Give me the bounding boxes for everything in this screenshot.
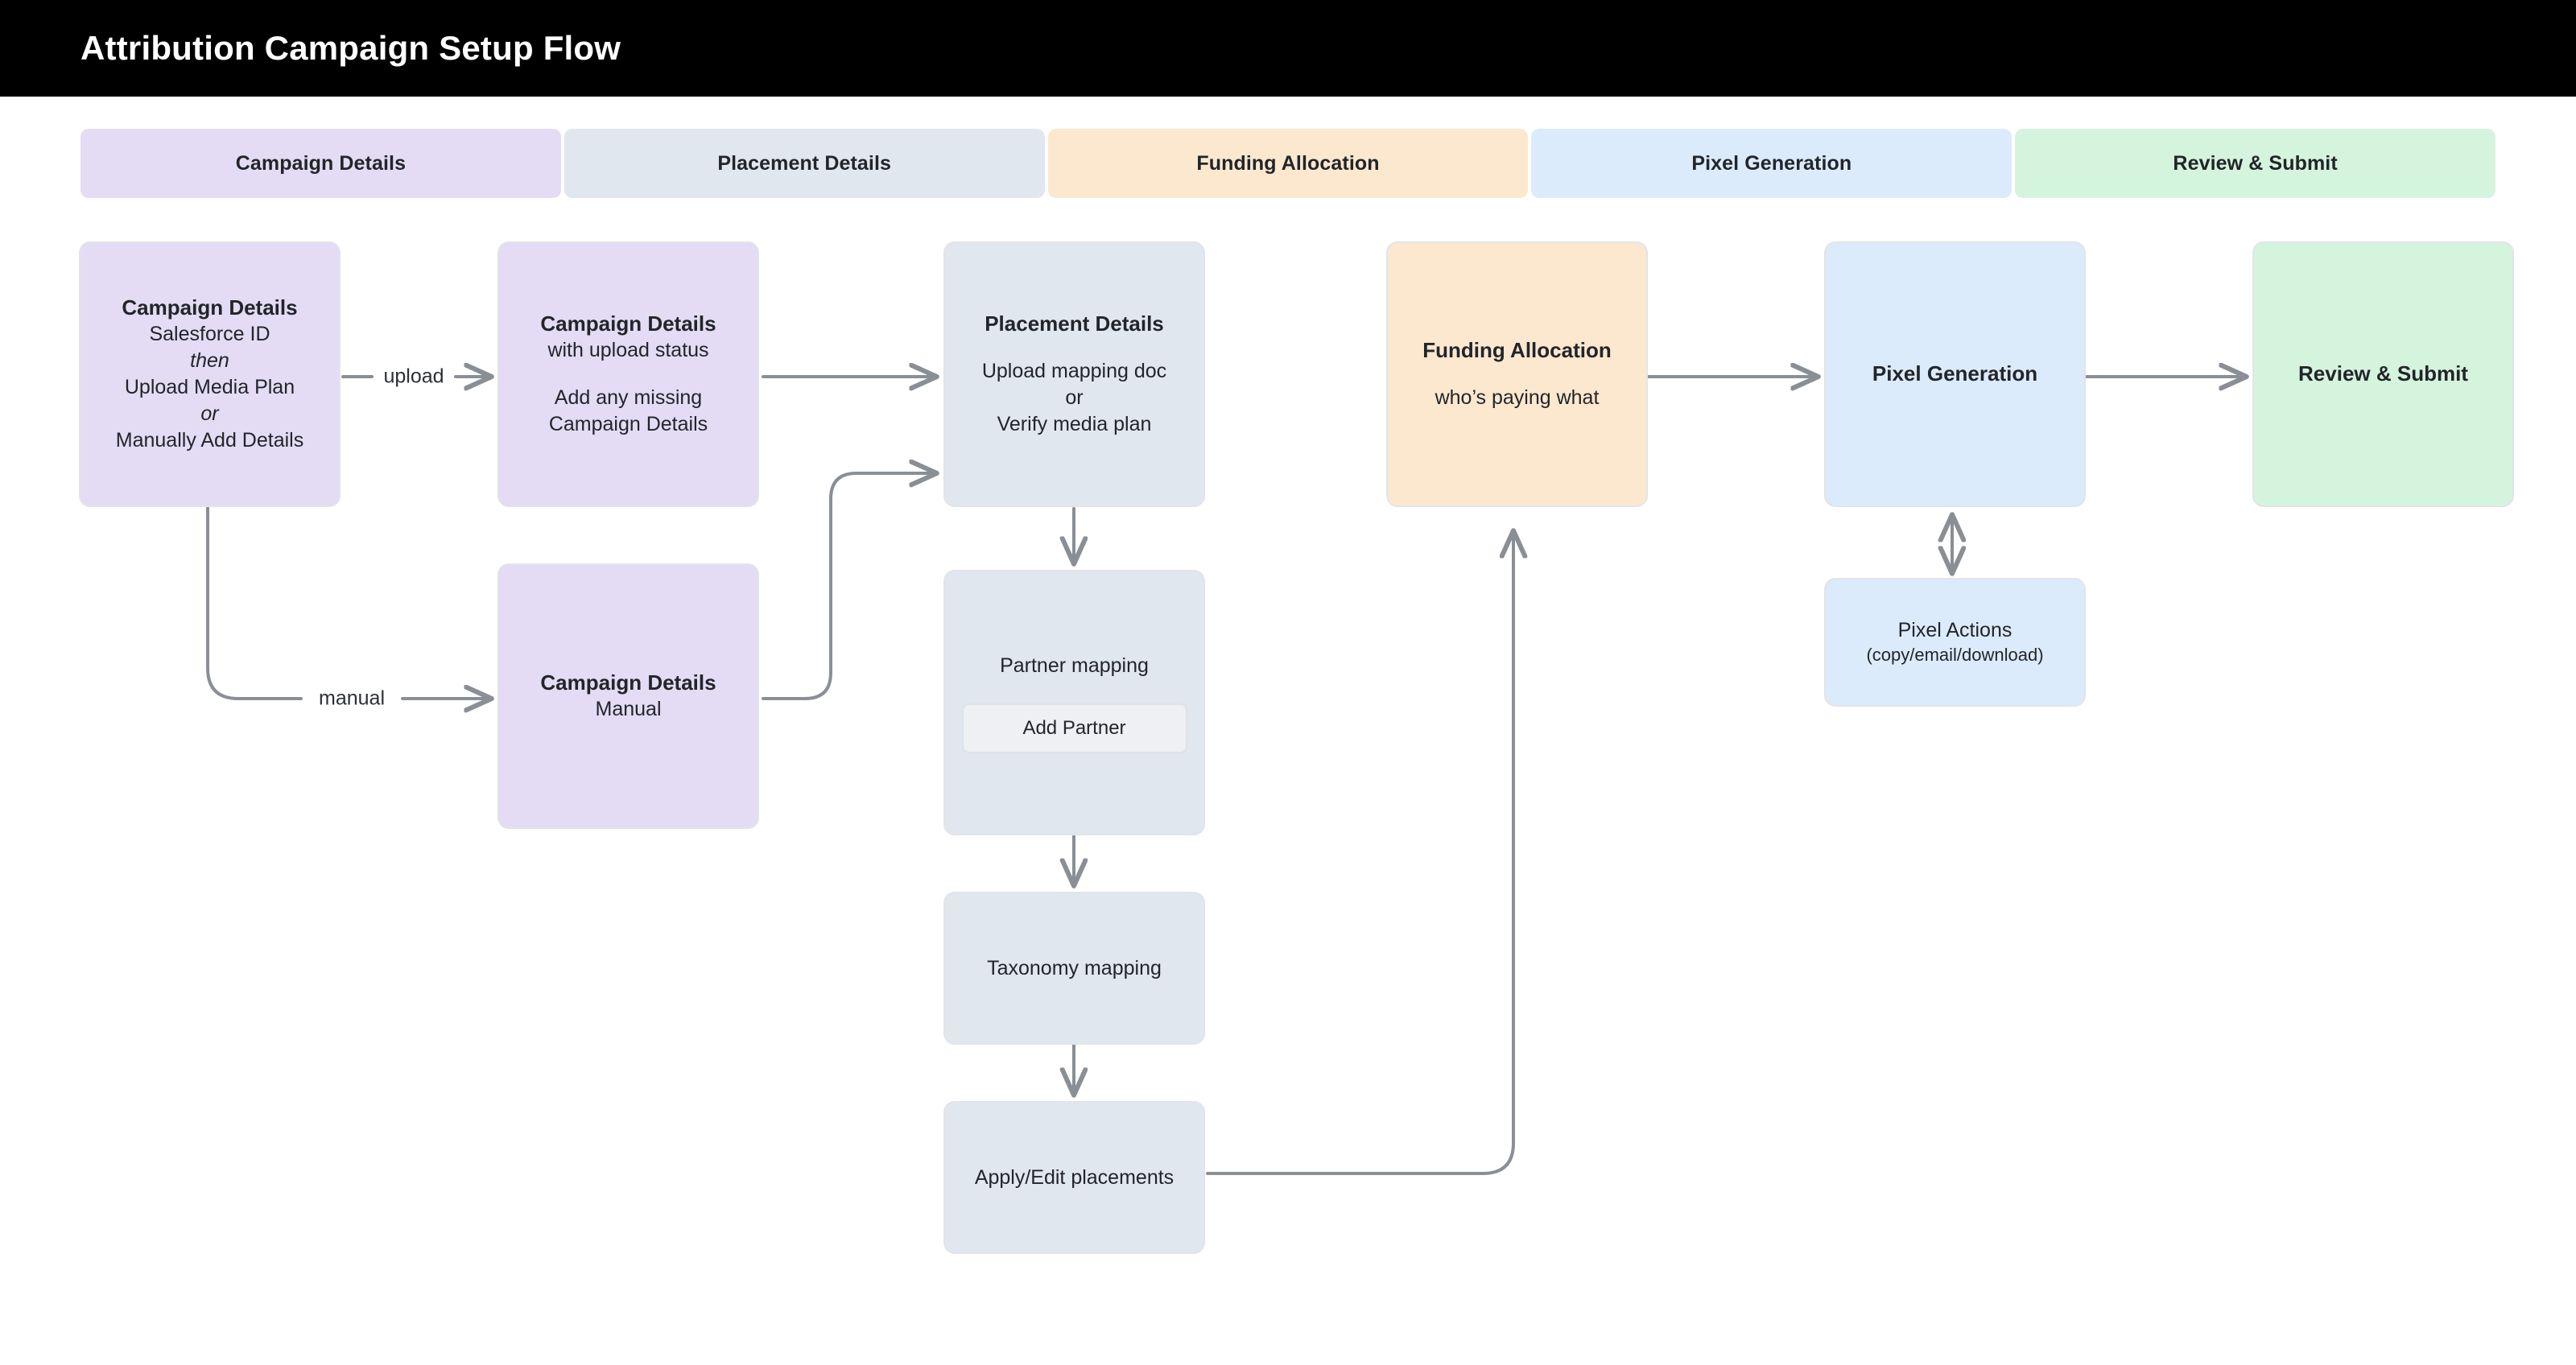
node-line: Add any missing xyxy=(554,386,703,410)
node-title: Partner mapping xyxy=(1000,654,1149,677)
tab-label: Pixel Generation xyxy=(1691,151,1852,175)
stage-tab-strip: Campaign Details Placement Details Fundi… xyxy=(80,129,2496,198)
node-line: Manually Add Details xyxy=(115,429,304,452)
app-header: Attribution Campaign Setup Flow xyxy=(0,0,2576,97)
tab-label: Placement Details xyxy=(717,151,892,175)
tab-label: Review & Submit xyxy=(2173,151,2338,175)
edge-label-manual: manual xyxy=(309,687,394,711)
node-apply-edit-placements[interactable]: Apply/Edit placements xyxy=(943,1101,1205,1254)
add-partner-button[interactable]: Add Partner xyxy=(961,703,1187,753)
node-title: Pixel Generation xyxy=(1872,361,2038,386)
node-pixel-actions[interactable]: Pixel Actions (copy/email/download) xyxy=(1824,578,2086,707)
tab-funding-allocation[interactable]: Funding Allocation xyxy=(1047,129,1529,198)
node-line: Manual xyxy=(595,698,662,721)
node-line: Upload mapping doc xyxy=(981,360,1167,383)
node-placement-details[interactable]: Placement Details Upload mapping doc or … xyxy=(943,241,1205,507)
edge-manual-to-placement xyxy=(762,473,936,700)
edge-apply-to-funding xyxy=(1206,531,1513,1175)
node-title: Review & Submit xyxy=(2298,361,2468,386)
node-line: with upload status xyxy=(547,339,709,362)
node-campaign-details-entry[interactable]: Campaign Details Salesforce ID then Uplo… xyxy=(79,241,341,507)
tab-label: Campaign Details xyxy=(235,151,407,175)
tab-review-submit[interactable]: Review & Submit xyxy=(2015,129,2496,198)
node-title: Apply/Edit placements xyxy=(974,1165,1174,1189)
node-title: Funding Allocation xyxy=(1422,337,1612,362)
node-campaign-details-upload[interactable]: Campaign Details with upload status Add … xyxy=(497,241,759,507)
node-line: who’s paying what xyxy=(1435,386,1600,410)
node-review-submit[interactable]: Review & Submit xyxy=(2252,241,2514,507)
node-title: Taxonomy mapping xyxy=(987,956,1162,979)
edge-label-upload: upload xyxy=(374,365,454,389)
node-line: Upload Media Plan xyxy=(124,376,295,399)
node-line: or xyxy=(1065,386,1084,410)
node-line-italic: or xyxy=(200,402,219,426)
tab-campaign-details[interactable]: Campaign Details xyxy=(80,129,561,198)
node-partner-mapping[interactable]: Partner mapping Add Partner xyxy=(943,570,1205,835)
tab-pixel-generation[interactable]: Pixel Generation xyxy=(1531,129,2013,198)
edge-entry-to-manual-a xyxy=(206,504,303,700)
node-line: Verify media plan xyxy=(997,413,1152,436)
node-title: Campaign Details xyxy=(122,295,298,320)
node-taxonomy-mapping[interactable]: Taxonomy mapping xyxy=(943,892,1205,1045)
node-title: Pixel Actions xyxy=(1897,619,2013,642)
node-title: Placement Details xyxy=(985,311,1164,336)
node-subtitle: (copy/email/download) xyxy=(1866,645,2044,666)
node-line: Salesforce ID xyxy=(149,323,270,346)
node-title: Campaign Details xyxy=(540,670,716,695)
tab-label: Funding Allocation xyxy=(1196,151,1380,175)
node-campaign-details-manual[interactable]: Campaign Details Manual xyxy=(497,563,759,829)
tab-placement-details[interactable]: Placement Details xyxy=(564,129,1045,198)
node-line-italic: then xyxy=(190,349,229,373)
node-pixel-generation[interactable]: Pixel Generation xyxy=(1824,241,2086,507)
node-line: Campaign Details xyxy=(548,413,708,436)
page-title: Attribution Campaign Setup Flow xyxy=(80,29,621,67)
node-funding-allocation[interactable]: Funding Allocation who’s paying what xyxy=(1386,241,1648,507)
node-title: Campaign Details xyxy=(540,311,716,336)
